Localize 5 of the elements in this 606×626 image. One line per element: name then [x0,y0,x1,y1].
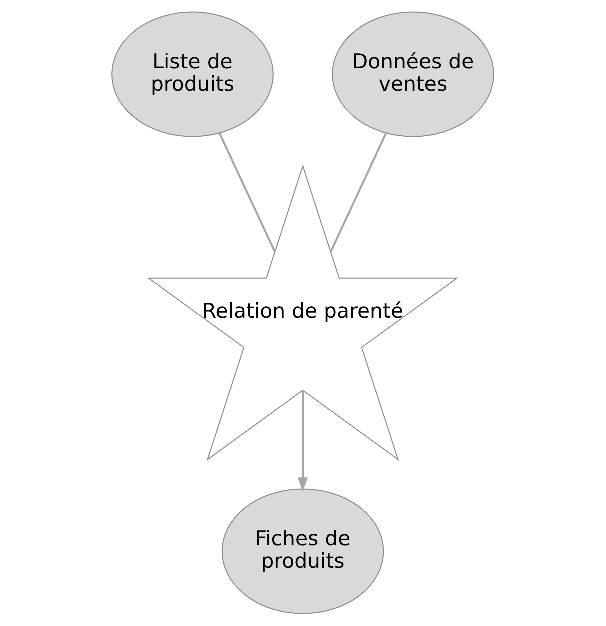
connector [330,132,388,252]
node-ellipse: Liste de produits [112,12,274,138]
node-ellipse: Données de ventes [332,12,494,138]
node-ellipse: Fiches de produits [222,488,384,614]
connector [218,132,276,252]
